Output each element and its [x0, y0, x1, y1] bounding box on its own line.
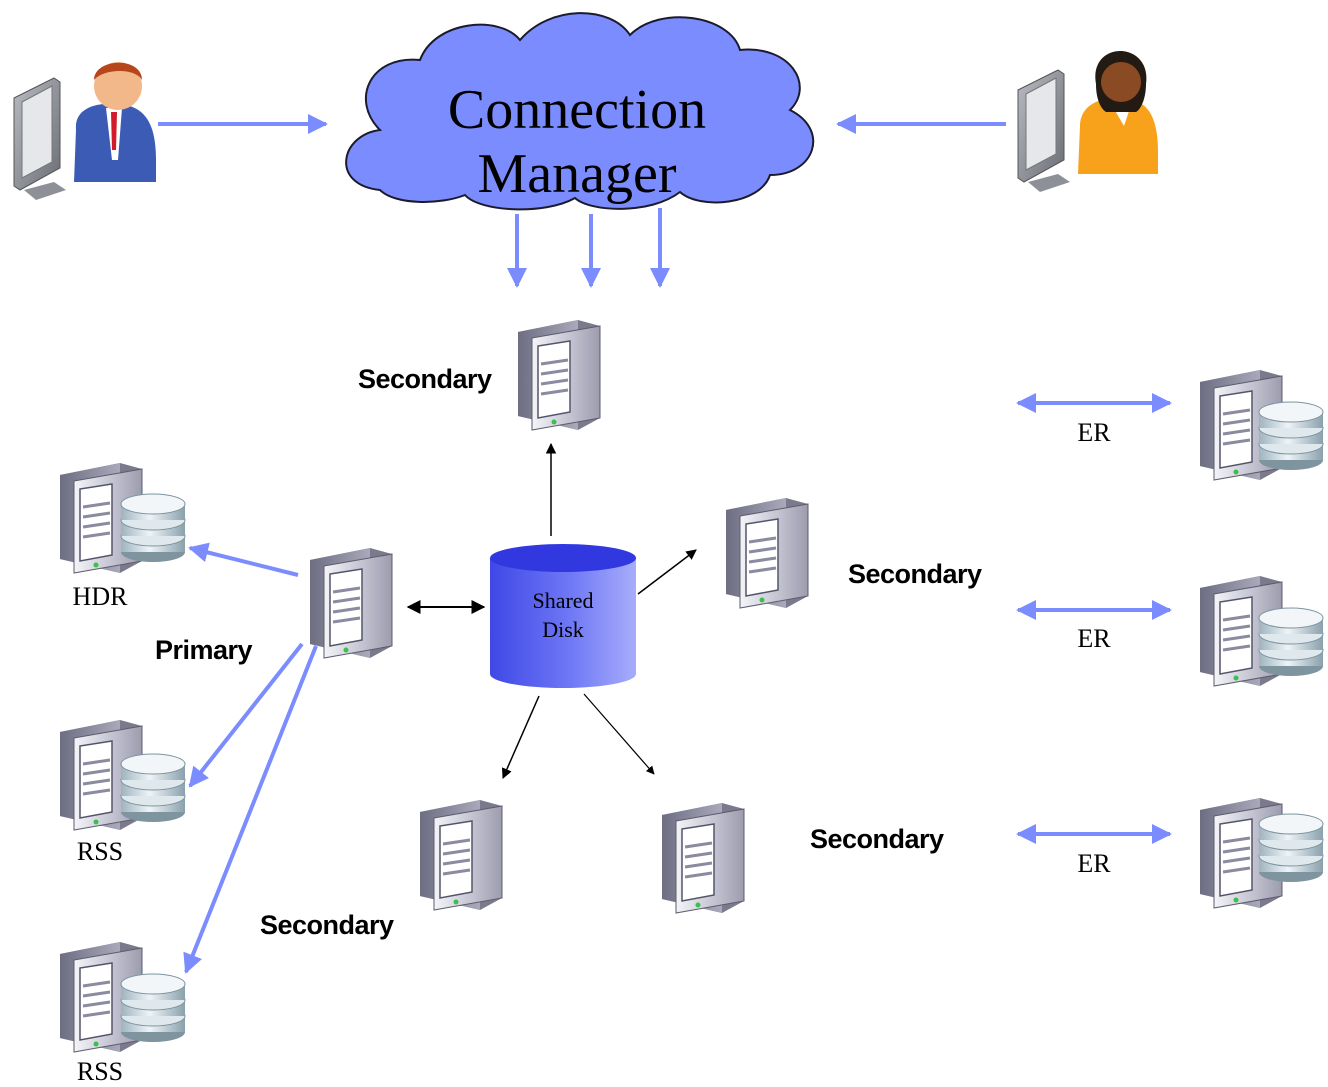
database-icon: [1258, 401, 1324, 471]
label-secondary-bottom-right: Secondary: [810, 824, 944, 854]
replica-hdr: HDR: [58, 461, 186, 611]
label-rss-1: RSS: [77, 837, 123, 866]
database-icon: [1258, 813, 1324, 883]
label-primary: Primary: [155, 635, 253, 665]
user-female-icon: [1017, 51, 1158, 193]
arrow-primary-to-rss-2: [183, 645, 318, 974]
server-icon: [660, 801, 746, 915]
arrow-primary-to-hdr: [188, 542, 299, 577]
server-secondary-bottom-right: Secondary: [660, 801, 945, 915]
server-primary: Primary: [155, 546, 394, 665]
user-male-icon: [13, 62, 156, 201]
arrow-primary-to-rss-1: [188, 642, 304, 788]
server-icon: [516, 318, 602, 432]
label-secondary-top: Secondary: [358, 364, 492, 394]
label-er-2: ER: [1077, 624, 1111, 653]
er-link-2: ER: [1016, 574, 1324, 688]
database-icon: [120, 493, 186, 563]
arrow-disk-to-right-secondary: [637, 549, 697, 595]
shared-disk: Shared Disk: [490, 544, 636, 688]
database-icon: [120, 753, 186, 823]
disk-cylinder-icon: [490, 558, 636, 688]
er-link-1: ER: [1016, 368, 1324, 482]
server-secondary-bottom-left: Secondary: [260, 798, 504, 940]
label-secondary-bottom-left: Secondary: [260, 910, 394, 940]
database-icon: [1258, 607, 1324, 677]
label-secondary-mid-right: Secondary: [848, 559, 982, 589]
cloud-title-line1: Connection: [448, 79, 706, 141]
label-hdr: HDR: [73, 582, 129, 611]
shared-disk-line2: Disk: [542, 617, 584, 642]
database-icon: [120, 973, 186, 1043]
server-secondary-mid-right: Secondary: [724, 496, 983, 610]
server-secondary-top: Secondary: [358, 318, 602, 432]
replica-rss-1: RSS: [58, 718, 186, 866]
label-er-3: ER: [1077, 849, 1111, 878]
connection-manager-cloud: Connection Manager: [345, 12, 815, 211]
server-icon: [418, 798, 504, 912]
label-rss-2: RSS: [77, 1057, 123, 1086]
server-icon: [724, 496, 810, 610]
label-er-1: ER: [1077, 418, 1111, 447]
replica-rss-2: RSS: [58, 940, 186, 1086]
arrow-disk-to-bottom-right-secondary: [583, 693, 655, 775]
cloud-title-line2: Manager: [477, 143, 676, 205]
shared-disk-line1: Shared: [532, 588, 593, 613]
arrow-disk-to-bottom-left-secondary: [501, 695, 540, 779]
er-link-3: ER: [1016, 796, 1324, 910]
cloud-icon: [345, 12, 815, 211]
server-icon: [308, 546, 394, 660]
